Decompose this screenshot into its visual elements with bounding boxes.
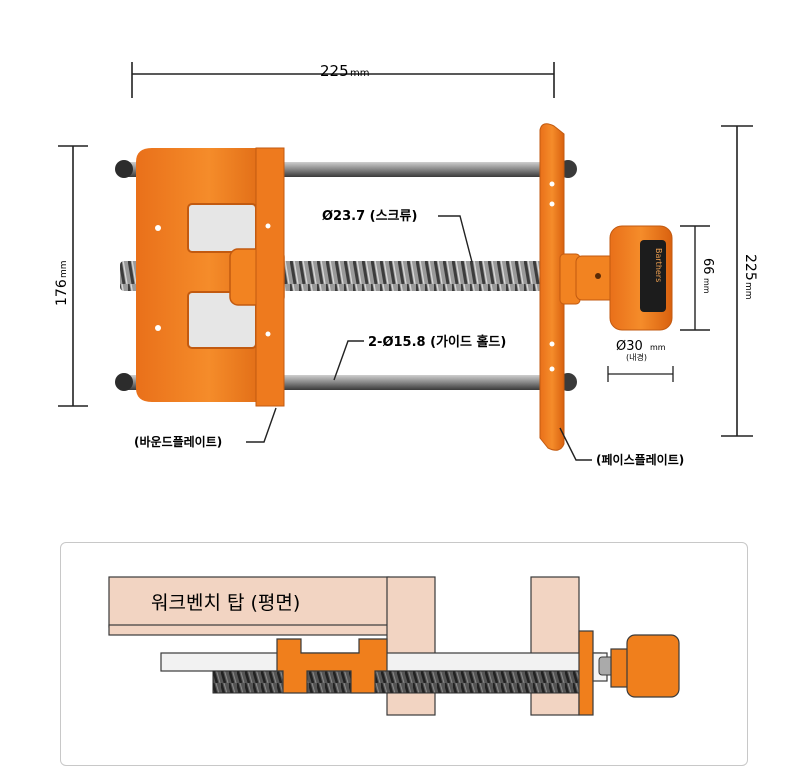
- dim-height-left-unit: mm: [59, 260, 69, 278]
- workbench-strip: [108, 624, 390, 636]
- wooden-jaw: [530, 576, 580, 716]
- dim-height-right-unit: mm: [743, 282, 753, 300]
- dim-handle-height-value: 66: [700, 258, 715, 275]
- face-plate: [539, 123, 581, 451]
- dim-handle-diameter-note: (내경): [626, 352, 647, 362]
- bound-plate: [136, 147, 285, 407]
- handle-label: [640, 240, 666, 312]
- dim-width-top: 225 mm: [131, 62, 555, 98]
- callout-bound-plate-label: (바운드플레이트): [134, 434, 222, 449]
- callout-screw: Ø23.7 (스크류): [322, 209, 473, 263]
- dim-handle-diameter-value: Ø30: [616, 339, 643, 354]
- section-face-plate: [578, 630, 594, 716]
- callout-screw-label: Ø23.7 (스크류): [322, 209, 417, 224]
- section-screw: [212, 670, 584, 694]
- callout-bound-plate: (바운드플레이트): [134, 407, 277, 449]
- section-drawing: 워크벤치 탑 (평면): [108, 576, 680, 716]
- bench-apron: [386, 576, 436, 716]
- dim-height-left-value: 176: [54, 279, 70, 306]
- dim-height-left: 176 mm: [54, 145, 88, 407]
- section-bound-plate: [276, 638, 388, 694]
- workbench-label: 워크벤치 탑 (평면): [151, 592, 300, 614]
- handle-brand: Barthers: [654, 248, 663, 282]
- rod-nut: [115, 373, 133, 391]
- callout-face-plate: (페이스플레이트): [559, 427, 684, 467]
- handle: Barthers: [575, 225, 673, 331]
- dim-height-right: 225 mm: [721, 125, 758, 437]
- dim-height-right-value: 225: [742, 254, 758, 281]
- vise-dimension-diagram: 225 mm 176 mm 225 mm 66 mm Ø30 mm: [20, 44, 780, 484]
- callout-guide-rods: 2-Ø15.8 (가이드 홀드): [333, 334, 506, 381]
- rod-nut: [115, 160, 133, 178]
- vise-drawing: 225 mm 176 mm 225 mm 66 mm Ø30 mm: [54, 62, 758, 467]
- dim-handle-height-unit: mm: [702, 278, 711, 294]
- dim-handle-diameter-unit: mm: [650, 343, 666, 352]
- callout-guide-rods-label: 2-Ø15.8 (가이드 홀드): [368, 334, 506, 350]
- dim-handle-height: 66 mm: [680, 225, 715, 331]
- installation-section-panel: 워크벤치 탑 (평면): [60, 542, 748, 766]
- dim-width-top-unit: mm: [350, 68, 369, 79]
- section-handle: [610, 634, 680, 698]
- dim-width-top-value: 225: [320, 62, 349, 80]
- dim-handle-diameter: Ø30 mm (내경): [607, 339, 674, 382]
- callout-face-plate-label: (페이스플레이트): [596, 452, 684, 467]
